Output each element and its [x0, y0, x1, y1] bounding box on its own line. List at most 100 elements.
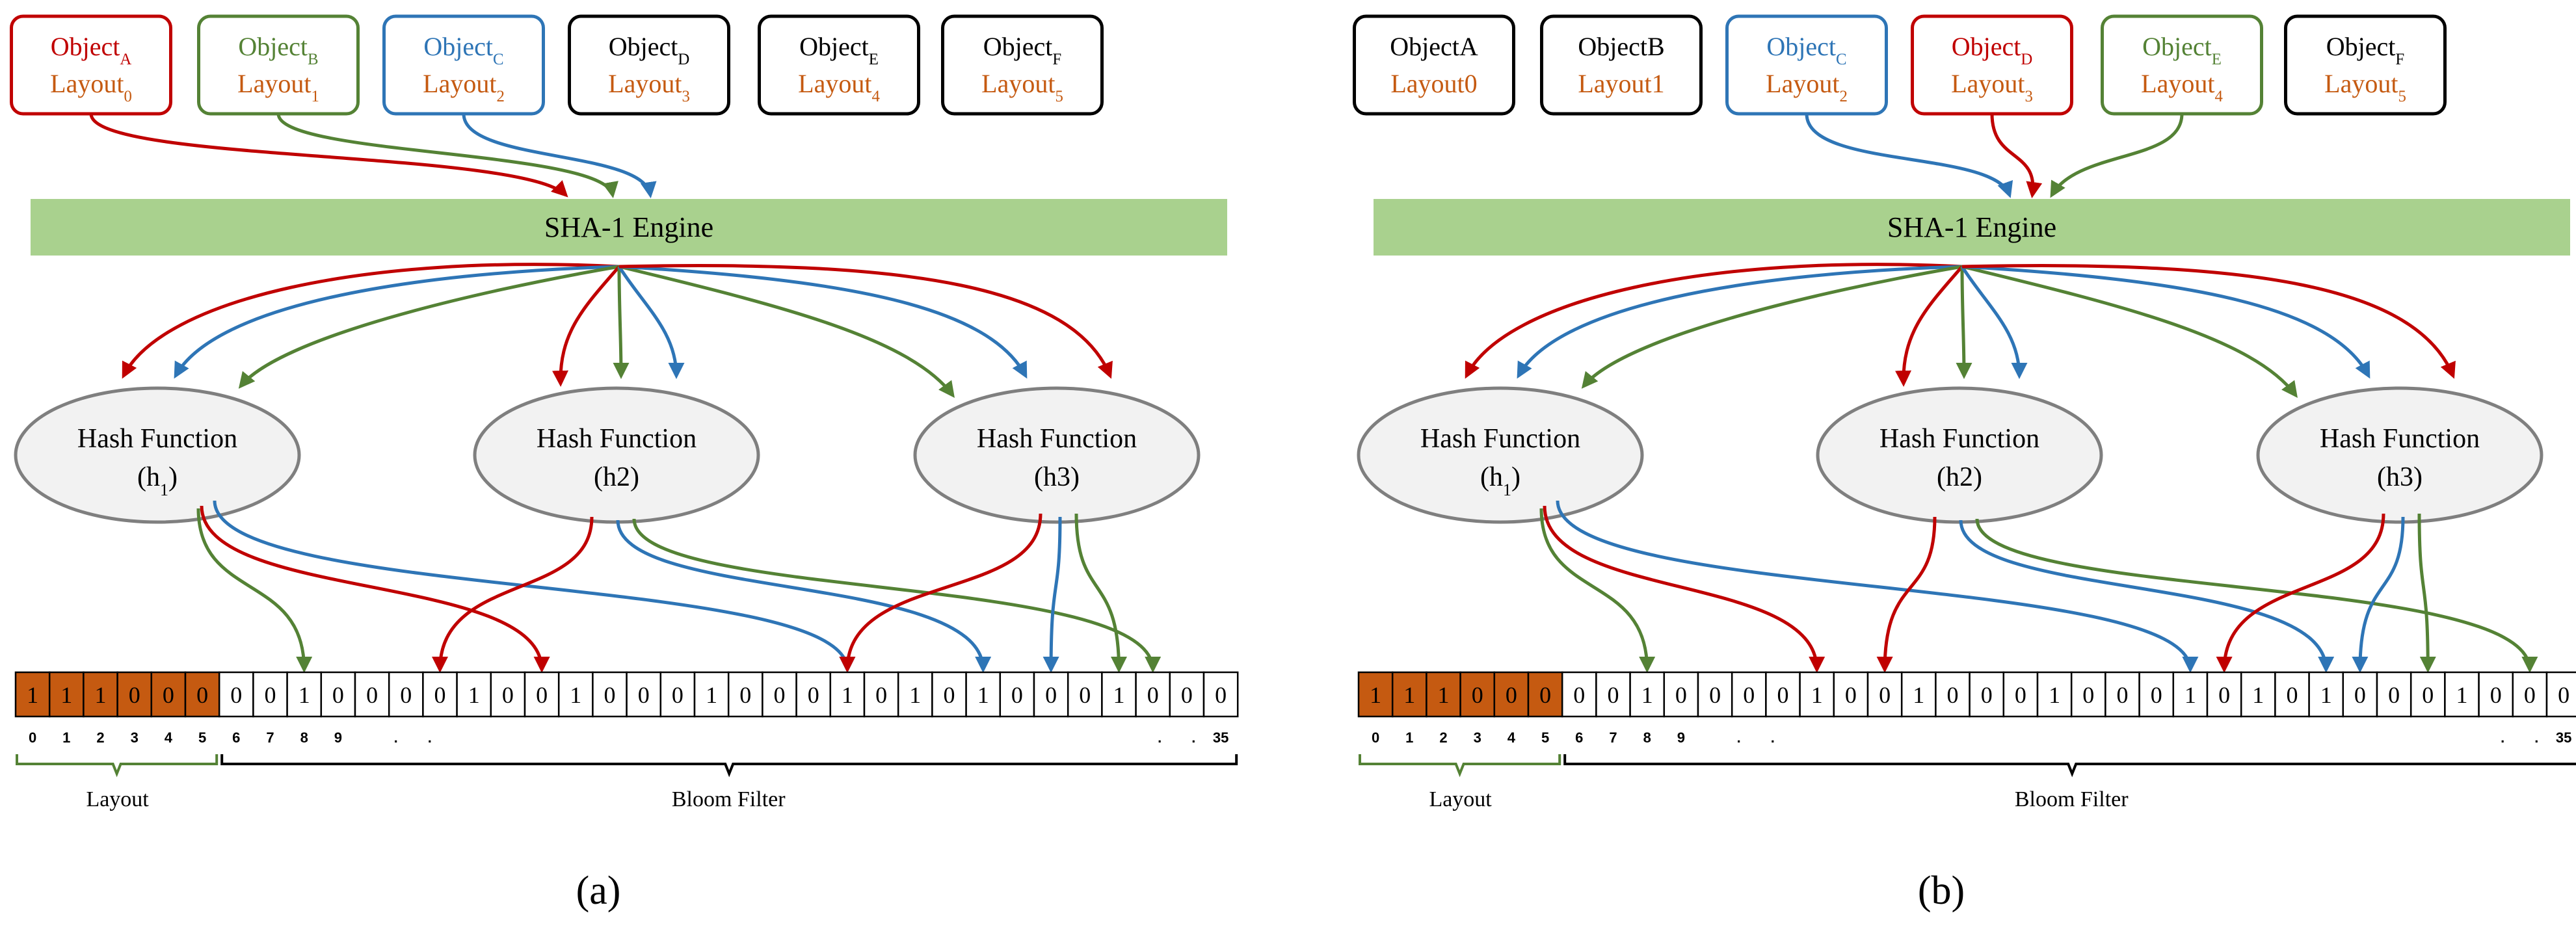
bit-index-label: .: [1771, 729, 1775, 746]
bit-value: 0: [2015, 682, 2026, 708]
bloom-bit-cell: 0: [762, 671, 797, 718]
bit-index-label: .: [1158, 729, 1162, 746]
hash-to-bit-arrow: [1074, 513, 1127, 673]
bloom-bit-cell: 0: [320, 671, 356, 718]
hash-to-bit-arrow: [1556, 500, 2199, 673]
layout-bit-cell: 1: [14, 671, 51, 718]
bit-value: 1: [1438, 682, 1450, 708]
object-to-engine-arrow: [89, 113, 568, 198]
engine-to-hash-arrow: [1581, 265, 1963, 389]
layout-brace: [1359, 754, 1561, 778]
object-to-engine-arrow: [462, 113, 657, 198]
bloom-bit-cell: 1: [1799, 671, 1835, 718]
layout-bit-cell: 1: [1426, 671, 1461, 718]
bloom-bit-cell: 0: [931, 671, 967, 718]
bloom-bit-cell: 0: [1697, 671, 1733, 718]
hash-to-bit-arrow: [200, 505, 550, 673]
bloom-bit-cell: 0: [2070, 671, 2106, 718]
engine-to-hash-arrow: [1465, 263, 1963, 379]
object-layout: Layout4: [798, 69, 880, 105]
bit-value: 1: [2184, 682, 2196, 708]
bit-index-label: 35: [2556, 729, 2571, 746]
object-name: ObjectE: [2142, 32, 2222, 68]
object-layout: Layout5: [981, 69, 1063, 105]
bit-value: 1: [1641, 682, 1653, 708]
bit-value: 0: [1709, 682, 1721, 708]
engine-to-hash-arrow: [618, 265, 955, 399]
bloom-bit-cell: 0: [1866, 671, 1903, 718]
bloom-bit-cell: 1: [2036, 671, 2073, 718]
hash-to-bit-arrow: [1876, 516, 1937, 673]
hash-function-name: (h3): [2377, 462, 2423, 492]
bloom-bit-cell: 0: [388, 671, 424, 718]
panel-b: ObjectALayout0ObjectBLayout1ObjectCLayou…: [1353, 14, 2576, 913]
bit-value: 0: [1079, 682, 1091, 708]
engine-to-hash-arrow: [617, 265, 685, 379]
bit-value: 0: [1506, 682, 1517, 708]
bit-value: 1: [60, 682, 72, 708]
bloom-bit-cell: 0: [252, 671, 288, 718]
sha1-engine: SHA-1 Engine: [31, 199, 1227, 256]
bloom-bit-cell: 0: [863, 671, 899, 718]
bloom-bit-cell: 0: [795, 671, 832, 718]
hash-to-bit-arrow: [432, 516, 594, 673]
bloom-bit-cell: 0: [2105, 671, 2140, 718]
hash-function-name: (h1): [1480, 462, 1520, 499]
object-layout: Layout3: [1951, 69, 2033, 105]
bloom-bit-cell: 0: [1663, 671, 1699, 718]
bit-value: 1: [1913, 682, 1924, 708]
bit-index-label: 9: [1677, 729, 1685, 746]
bit-value: 0: [1879, 682, 1891, 708]
object-layout: Layout1: [1578, 69, 1664, 98]
bit-index-label: .: [428, 729, 432, 746]
hash-to-bit-arrow: [213, 500, 856, 673]
bloom-bit-cell: 0: [2138, 671, 2175, 718]
bit-value: 0: [1608, 682, 1619, 708]
engine-to-hash-arrow: [613, 266, 630, 379]
bloom-bit-cell: 0: [2410, 671, 2446, 718]
bit-index-label: 4: [165, 729, 173, 746]
layout-bit-cell: 1: [83, 671, 118, 718]
object-name: ObjectF: [983, 32, 1061, 68]
bloom-bit-cell: 0: [1765, 671, 1801, 718]
bloom-bit-cell: 0: [727, 671, 764, 718]
hash-to-bit-arrow: [1543, 505, 1826, 673]
hash-function-2: Hash Function(h2): [1816, 386, 2103, 524]
bit-index-label: .: [2534, 729, 2538, 746]
layout-bit-cell: 0: [1493, 671, 1530, 718]
bloom-bit-cell: 1: [829, 671, 866, 718]
bloom-bit-cell: 0: [2274, 671, 2310, 718]
bit-value: 0: [400, 682, 412, 708]
engine-to-hash-arrow: [238, 265, 620, 389]
bloom-bit-cell: 1: [897, 671, 933, 718]
object-to-engine-arrow: [1805, 113, 2013, 198]
engine-to-hash-arrow: [1517, 265, 1963, 379]
bloom-bit-cell: 0: [218, 671, 254, 718]
hash-function-2: Hash Function(h2): [473, 386, 760, 524]
bit-value: 0: [944, 682, 955, 708]
bit-index-label: .: [394, 729, 398, 746]
bit-value: 0: [604, 682, 616, 708]
layout-bit-cell: 0: [116, 671, 153, 718]
hash-to-bit-arrow: [1959, 519, 2335, 673]
bit-value: 1: [570, 682, 581, 708]
panel-caption: (a): [576, 869, 621, 913]
bit-value: 0: [196, 682, 208, 708]
object-layout: Layout2: [1766, 69, 1848, 105]
bloom-bit-cell: 0: [999, 671, 1035, 718]
hash-function-label: Hash Function: [77, 424, 237, 454]
object-layout: Layout2: [423, 69, 505, 105]
object-name: ObjectB: [238, 32, 318, 68]
hash-to-bit-arrow: [1042, 516, 1062, 673]
engine-to-hash-arrow: [618, 264, 1113, 379]
bit-value: 0: [2422, 682, 2434, 708]
bloom-bit-cell: 1: [557, 671, 594, 718]
bloom-bit-cell: 0: [626, 671, 662, 718]
engine-label: SHA-1 Engine: [544, 211, 713, 243]
bloom-bit-cell: 1: [693, 671, 730, 718]
bit-value: 0: [1181, 682, 1193, 708]
